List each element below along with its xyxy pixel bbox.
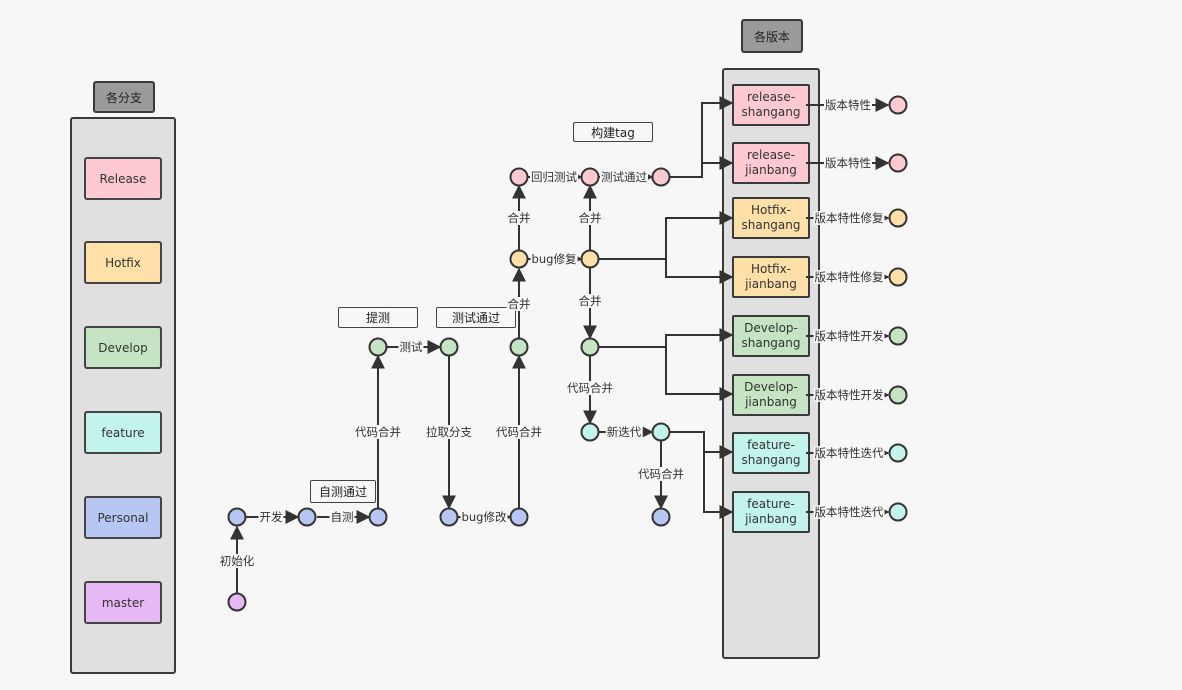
version-feature-label: 版本特性迭代 [813, 505, 885, 519]
release-node [509, 167, 529, 187]
label-self-test: 自测 [329, 510, 355, 524]
flow-edge [670, 431, 734, 459]
personal-node [651, 507, 671, 527]
version-feature-label: 版本特性开发 [813, 329, 885, 343]
legend-release: Release [84, 157, 162, 200]
version-feature-label: 版本特性修复 [813, 211, 885, 225]
label-test: 测试 [398, 340, 424, 354]
flow-edge [599, 328, 734, 348]
label-merge-2: 合并 [506, 211, 532, 225]
feature-node [651, 422, 671, 442]
version-outcome-node [888, 267, 908, 287]
feature-node [580, 422, 600, 442]
develop-node [509, 337, 529, 357]
label-merge-code-1: 代码合并 [354, 425, 402, 439]
release-node [651, 167, 671, 187]
label-merge-4: 合并 [577, 294, 603, 308]
master-node [227, 592, 247, 612]
version-box: Develop- jianbang [732, 374, 810, 416]
legend-develop: Develop [84, 326, 162, 369]
version-outcome-node [888, 502, 908, 522]
label-regression-test: 回归测试 [530, 170, 578, 184]
flow-edge [670, 96, 734, 178]
label-develop: 开发 [258, 510, 284, 524]
personal-node [297, 507, 317, 527]
version-feature-label: 版本特性迭代 [813, 446, 885, 460]
label-merge-3: 合并 [577, 211, 603, 225]
label-bug-fix-2: bug修复 [530, 252, 578, 266]
version-outcome-node [888, 385, 908, 405]
note-self-test-pass: 自测通过 [310, 480, 376, 503]
version-outcome-node [888, 443, 908, 463]
version-outcome-node [888, 326, 908, 346]
version-box: Develop- shangang [732, 315, 810, 357]
label-merge-code-2: 代码合并 [495, 425, 543, 439]
hotfix-node [580, 249, 600, 269]
version-feature-label: 版本特性 [824, 98, 872, 112]
versions-header: 各版本 [741, 19, 803, 53]
develop-node [368, 337, 388, 357]
version-box: feature- shangang [732, 432, 810, 474]
label-merge-code-3: 代码合并 [566, 381, 614, 395]
legend-hotfix: Hotfix [84, 241, 162, 284]
note-build-tag: 构建tag [573, 122, 653, 142]
personal-node [368, 507, 388, 527]
version-feature-label: 版本特性修复 [813, 270, 885, 284]
version-box: feature- jianbang [732, 491, 810, 533]
version-outcome-node [888, 95, 908, 115]
version-box: release- jianbang [732, 142, 810, 184]
label-new-iteration: 新迭代 [605, 425, 643, 439]
version-box: Hotfix- jianbang [732, 256, 810, 298]
version-box: Hotfix- shangang [732, 197, 810, 239]
label-init: 初始化 [218, 554, 256, 568]
flow-edge [665, 259, 734, 284]
develop-node [439, 337, 459, 357]
note-test-pass: 测试通过 [436, 307, 516, 328]
personal-node [509, 507, 529, 527]
personal-node [439, 507, 459, 527]
branches-header: 各分支 [93, 81, 155, 113]
label-pull-branch: 拉取分支 [425, 425, 473, 439]
legend-personal: Personal [84, 496, 162, 539]
version-feature-label: 版本特性 [824, 156, 872, 170]
version-outcome-node [888, 153, 908, 173]
label-merge-code-4: 代码合并 [637, 467, 685, 481]
develop-node [580, 337, 600, 357]
flow-edge [665, 347, 734, 401]
flow-edge [703, 452, 734, 519]
label-bug-fix-1: bug修改 [460, 510, 508, 524]
legend-feature: feature [84, 411, 162, 454]
label-merge-1: 合并 [506, 297, 532, 311]
note-submit-test: 提测 [338, 307, 418, 328]
version-feature-label: 版本特性开发 [813, 388, 885, 402]
version-outcome-node [888, 208, 908, 228]
personal-node [227, 507, 247, 527]
release-node [580, 167, 600, 187]
flow-edge [599, 211, 734, 260]
hotfix-node [509, 249, 529, 269]
label-test-pass: 测试通过 [600, 170, 648, 184]
legend-master: master [84, 581, 162, 624]
